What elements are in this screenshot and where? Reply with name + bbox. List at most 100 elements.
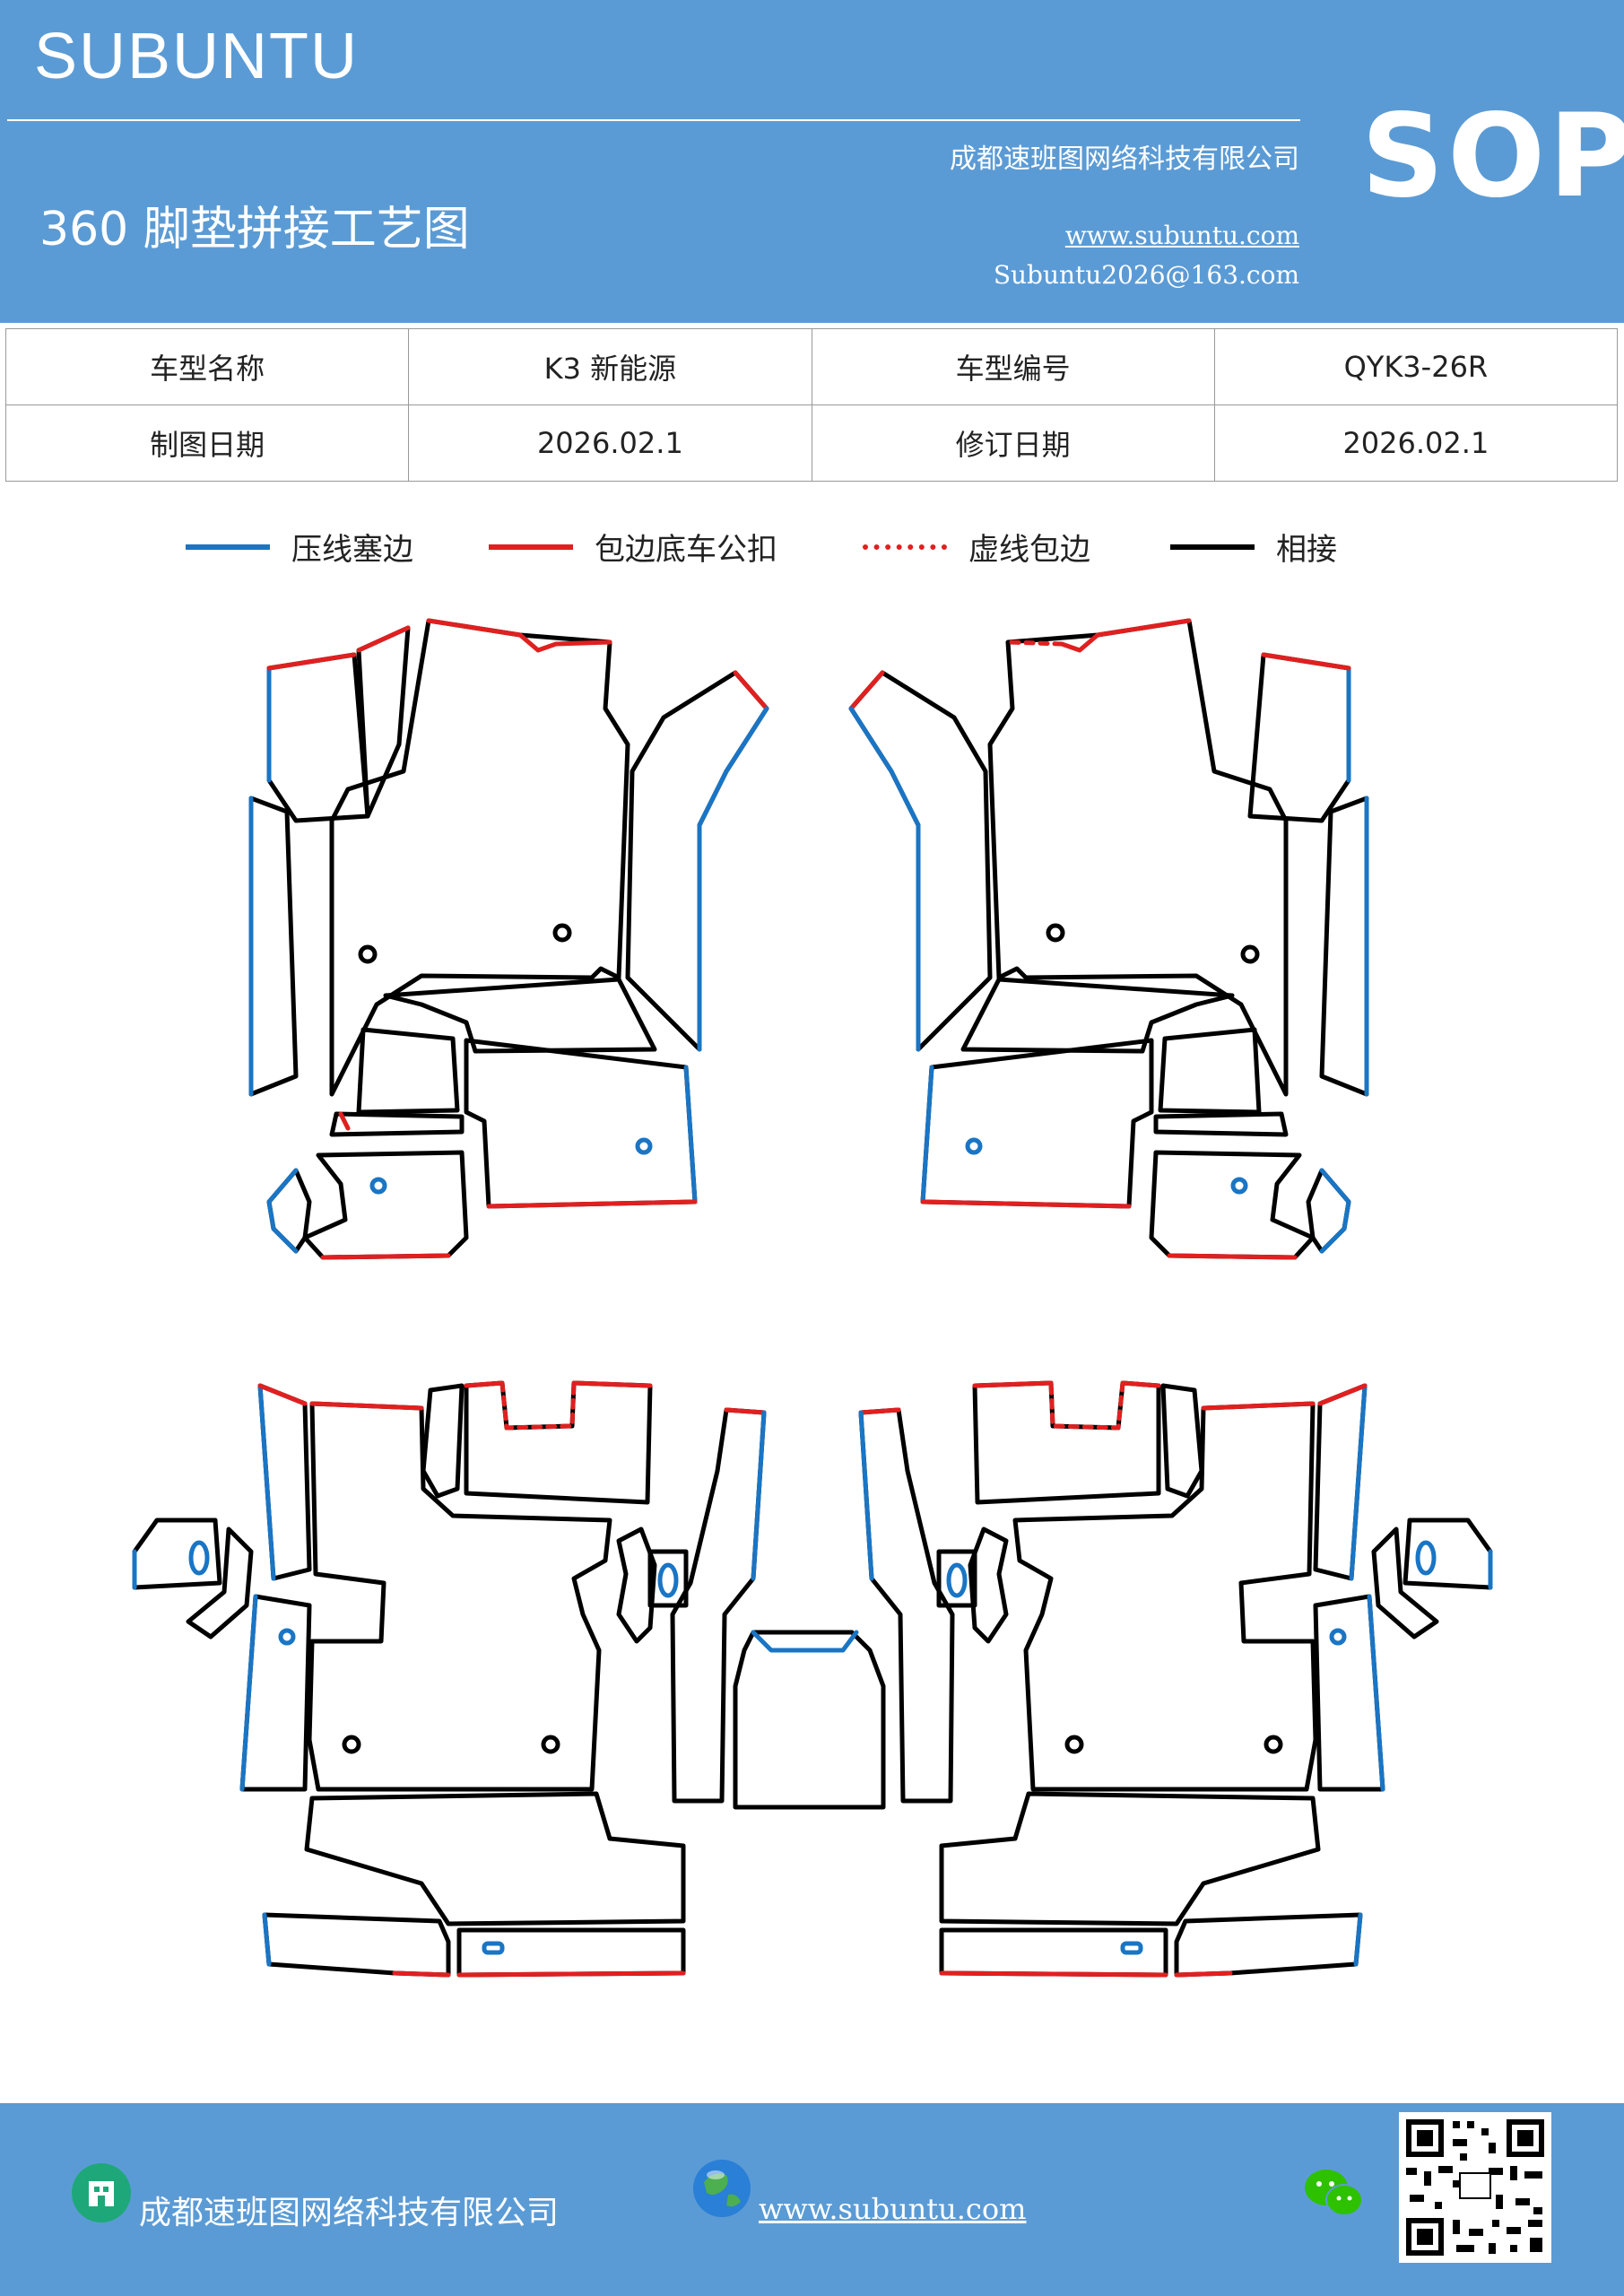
mat-piece [1247, 652, 1351, 823]
mat-hole [657, 1562, 679, 1598]
legend-swatch [863, 544, 947, 550]
footer-company: 成都速班图网络科技有限公司 [139, 2195, 560, 2231]
legend-item: 相接 [1170, 525, 1337, 569]
mat-piece [248, 796, 299, 1097]
legend-label: 虚线包边 [968, 532, 1090, 568]
mat-piece [464, 1038, 698, 1209]
mat-edge-blue [1367, 1594, 1385, 1792]
qr-code[interactable] [1399, 2112, 1551, 2263]
mat-edge-red-dashed [1005, 639, 1064, 647]
legend-swatch [186, 544, 270, 550]
mat-hole [1264, 1735, 1283, 1754]
legend-item: 虚线包边 [863, 525, 1090, 569]
mat-edge-red [257, 1383, 308, 1406]
mat-hole [369, 1177, 387, 1195]
mat-hole [946, 1562, 968, 1598]
mat-piece [1371, 1526, 1439, 1639]
legend-swatch [1170, 544, 1255, 550]
mat-piece [939, 1791, 1321, 1926]
mat-edge-red [266, 652, 357, 671]
mat-edge-red [733, 670, 769, 711]
legend-label: 包边底车公扣 [595, 532, 777, 568]
table-row: 制图日期 2026.02.1 修订日期 2026.02.1 [4, 404, 1619, 482]
mat-piece [356, 1027, 460, 1115]
mat-edge-red [356, 625, 411, 653]
mat-piece [1149, 1150, 1316, 1260]
mat-piece [1174, 1912, 1363, 1978]
page-title: 360 脚垫拼接工艺图 [39, 203, 470, 257]
label-cell: 车型名称 [4, 328, 410, 405]
mat-slot [482, 1941, 505, 1955]
mat-edge-blue [920, 1065, 934, 1205]
mat-hole [188, 1540, 210, 1576]
mat-hole [635, 1137, 653, 1155]
company-name: 成都速班图网络科技有限公司 [950, 144, 1299, 175]
mat-edge-red [426, 618, 612, 653]
mat-edge-red [920, 1199, 1132, 1209]
mat-edge-red-dashed [1048, 1380, 1125, 1431]
mat-piece [616, 1526, 657, 1644]
mat-hole [1415, 1540, 1437, 1576]
mat-hole [1064, 1735, 1084, 1754]
value-cell: QYK3-26R [1213, 328, 1619, 405]
mat-hole [1230, 1177, 1248, 1195]
value-cell: 2026.02.1 [408, 404, 812, 482]
email-address[interactable]: Subuntu2026@163.com [993, 260, 1299, 290]
mat-edge-red [309, 1401, 424, 1411]
mat-edge-red [972, 1380, 1161, 1388]
mat-edge-blue [257, 1383, 276, 1581]
mat-edge-blue [697, 706, 769, 1052]
label-cell: 修订日期 [811, 404, 1215, 482]
mat-edge-red [1167, 1253, 1298, 1260]
legend-swatch [489, 544, 573, 550]
mat-piece [1306, 1168, 1351, 1254]
mat-edge-red [486, 1199, 698, 1209]
mat-edge-red [338, 1111, 351, 1131]
mat-edge-blue [683, 1065, 698, 1205]
mat-piece [972, 1380, 1161, 1505]
website-link[interactable]: www.subuntu.com [1064, 221, 1299, 250]
mat-edge-blue [1319, 1168, 1351, 1254]
mat-piece [329, 1111, 465, 1137]
mat-piece [383, 977, 657, 1054]
mat-piece [647, 1549, 689, 1608]
mat-hole [358, 944, 378, 964]
mat-piece [356, 625, 411, 819]
mat-edge-red [939, 1970, 1168, 1978]
mat-edge-red [1317, 1383, 1368, 1406]
mat-piece [186, 1526, 254, 1639]
mat-edge-red [1261, 652, 1351, 671]
mat-edge-red [456, 1970, 686, 1978]
legend: 压线塞边 包边底车公扣 虚线包边 相接 [0, 525, 1624, 570]
value-cell: K3 新能源 [408, 328, 812, 405]
brand-name: SUBUNTU [34, 21, 360, 92]
mat-piece [266, 1168, 312, 1254]
mat-piece [421, 1383, 465, 1499]
footer-website-link[interactable]: www.subuntu.com [759, 2192, 1027, 2226]
mat-piece [987, 618, 1289, 1097]
mat-edge-blue [262, 1912, 272, 1967]
mat-hole [541, 1735, 560, 1754]
mat-piece [960, 977, 1235, 1054]
mat-piece [936, 1549, 977, 1608]
mat-edge-red [320, 1253, 451, 1260]
front-right-mat-set [848, 618, 1369, 1260]
mat-piece [262, 1912, 451, 1978]
mat-edge-red [848, 670, 885, 711]
mat-piece [968, 1526, 1009, 1644]
mat-piece [307, 1401, 612, 1792]
mat-slot [1120, 1941, 1143, 1955]
mat-edge-red [1174, 1970, 1233, 1978]
mat-edge-blue [751, 1410, 767, 1581]
mat-piece [464, 1380, 653, 1505]
rear-right-mat-set [858, 1380, 1493, 1978]
mat-piece [304, 1791, 686, 1926]
mat-edge-red [392, 1970, 451, 1978]
mat-edge-red [724, 1407, 767, 1415]
mat-edge-blue [858, 1410, 874, 1581]
legend-label: 相接 [1276, 532, 1337, 568]
wechat-icon [1305, 2170, 1363, 2216]
mat-piece [1158, 1027, 1262, 1115]
legend-item: 包边底车公扣 [489, 525, 777, 569]
mat-hole [1329, 1628, 1347, 1646]
